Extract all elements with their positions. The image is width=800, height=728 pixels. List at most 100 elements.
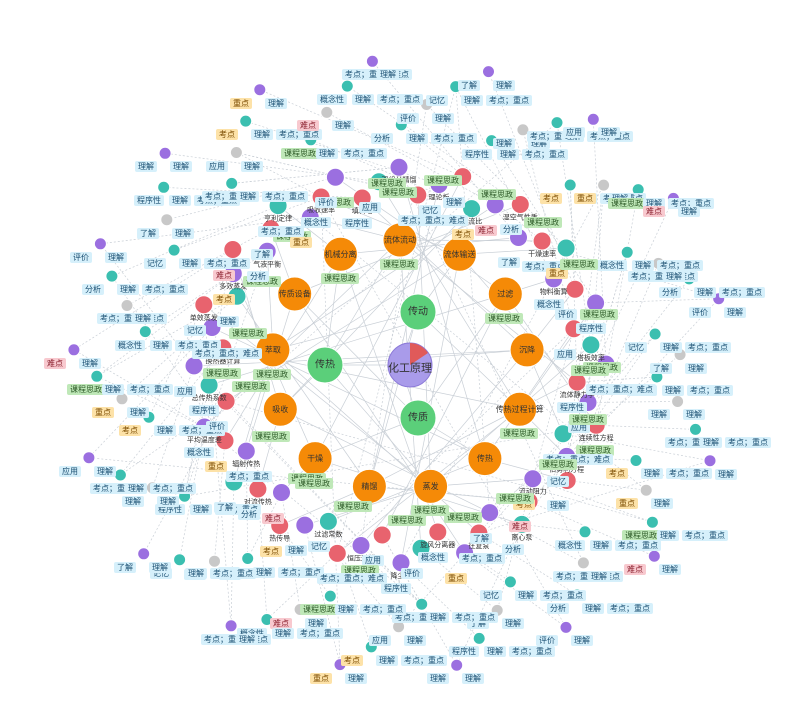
tag-exam_key_hard: 考点；重点；难点 [543, 454, 613, 465]
chapter-node[interactable] [277, 276, 313, 312]
concept-node[interactable] [510, 195, 530, 214]
leaf-node[interactable] [323, 589, 337, 603]
concept-node[interactable] [223, 240, 243, 259]
concept-node[interactable] [532, 231, 552, 251]
tag-understand: 理解 [497, 149, 519, 160]
tag-ideology: 课程思政 [496, 493, 534, 504]
concept-node[interactable] [389, 157, 409, 177]
edge [310, 217, 647, 491]
concept-node[interactable] [372, 525, 392, 545]
leaf-node[interactable] [450, 658, 464, 672]
leaf-node[interactable] [224, 619, 238, 633]
leaf-node[interactable] [671, 395, 685, 408]
leaf-node[interactable] [167, 243, 181, 257]
leaf-node[interactable] [472, 631, 486, 645]
tag-understand: 理解 [117, 284, 139, 295]
leaf-node[interactable] [550, 116, 564, 130]
module-node[interactable] [399, 293, 437, 331]
concept-node[interactable] [194, 295, 214, 315]
leaf-node[interactable] [503, 575, 517, 589]
concept-node[interactable] [480, 503, 500, 523]
tag-remember: 记忆 [150, 568, 172, 579]
leaf-node[interactable] [629, 454, 643, 467]
leaf-node[interactable] [703, 454, 717, 468]
leaf-node[interactable] [639, 483, 653, 497]
concept-node[interactable] [462, 199, 482, 219]
concept-node[interactable] [325, 167, 345, 187]
concept-node[interactable] [553, 424, 573, 444]
chapter-node[interactable] [323, 236, 358, 272]
concept-node[interactable] [565, 279, 585, 299]
leaf-node[interactable] [253, 83, 267, 97]
leaf-node[interactable] [563, 178, 577, 192]
chapter-node[interactable] [262, 391, 298, 427]
tag-evaluate: 评价 [70, 252, 92, 263]
leaf-node[interactable] [365, 54, 379, 68]
concept-node[interactable] [216, 391, 236, 411]
concept-label: 对流传热 [244, 497, 272, 506]
leaf-node[interactable] [586, 112, 600, 126]
leaf-node[interactable] [137, 547, 151, 561]
leaf-node[interactable] [239, 114, 253, 128]
leaf-node[interactable] [158, 146, 172, 160]
tag-understand: 理解 [305, 618, 327, 629]
leaf-node[interactable] [648, 327, 662, 341]
concept-node[interactable] [327, 543, 347, 563]
concept-node[interactable] [428, 522, 448, 542]
leaf-node[interactable] [90, 369, 104, 383]
leaf-node[interactable] [645, 515, 659, 529]
leaf-node[interactable] [620, 245, 634, 259]
concept-node[interactable] [236, 441, 256, 461]
concept-node[interactable] [351, 536, 371, 555]
leaf-node[interactable] [208, 554, 221, 568]
concept-node[interactable] [318, 511, 338, 531]
concept-node[interactable] [295, 515, 315, 535]
leaf-node[interactable] [559, 620, 573, 634]
module-node[interactable] [399, 399, 437, 437]
leaf-node[interactable] [93, 237, 107, 251]
leaf-node[interactable] [320, 105, 334, 119]
module-node[interactable] [306, 346, 344, 384]
concept-node[interactable] [248, 479, 268, 499]
tag-understand: 理解 [241, 161, 263, 172]
leaf-node[interactable] [225, 176, 239, 190]
chapter-node[interactable] [502, 391, 538, 427]
concept-label: 湿空气性质 [503, 213, 538, 222]
leaf-node[interactable] [647, 549, 661, 563]
leaf-node[interactable] [516, 123, 530, 137]
leaf-node[interactable] [105, 269, 119, 283]
chapter-node[interactable] [487, 276, 523, 312]
concept-node[interactable] [523, 469, 543, 489]
concept-node[interactable] [184, 356, 204, 376]
concept-node[interactable] [272, 483, 291, 502]
leaf-node[interactable] [689, 422, 702, 436]
chapter-node[interactable] [467, 441, 503, 477]
edge [96, 273, 234, 377]
leaf-node[interactable] [160, 213, 174, 227]
concept-node[interactable] [556, 238, 576, 258]
leaf-node[interactable] [576, 556, 590, 570]
edge [208, 384, 422, 605]
tag-exam_key: 考点；重点 [179, 425, 225, 436]
leaf-node[interactable] [173, 553, 187, 567]
chapter-node[interactable] [413, 468, 449, 504]
leaf-node[interactable] [241, 552, 255, 565]
tag-ideology: 课程思政 [580, 309, 618, 320]
leaf-node[interactable] [67, 343, 81, 357]
chapter-node[interactable] [509, 332, 545, 368]
leaf-node[interactable] [82, 451, 96, 465]
leaf-node[interactable] [415, 597, 429, 611]
leaf-node[interactable] [157, 180, 171, 194]
leaf-node[interactable] [229, 146, 243, 159]
edge [214, 440, 226, 562]
concept-node[interactable] [581, 335, 601, 355]
leaf-node[interactable] [138, 325, 152, 339]
concept-label: 流动阻力 [519, 487, 547, 496]
leaf-node[interactable] [120, 299, 134, 312]
leaf-node[interactable] [578, 525, 592, 539]
tag-understand: 理解 [678, 206, 700, 217]
leaf-node[interactable] [482, 65, 495, 79]
leaf-node[interactable] [597, 178, 611, 192]
leaf-node[interactable] [113, 468, 127, 482]
leaf-node[interactable] [340, 79, 354, 93]
